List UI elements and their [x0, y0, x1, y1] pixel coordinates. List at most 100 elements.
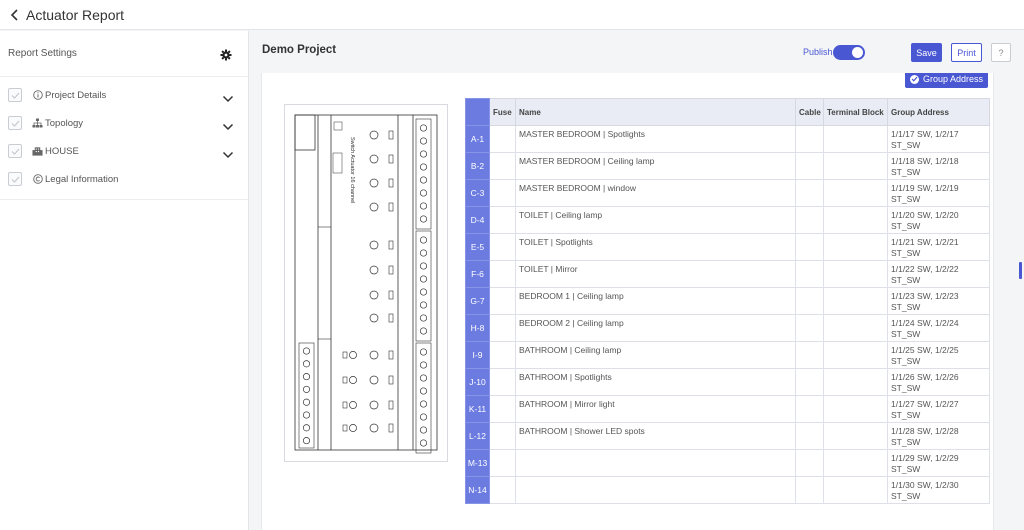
name-cell[interactable] [515, 449, 796, 477]
section-checkbox[interactable] [8, 172, 22, 186]
channel-key-cell: A-1 [465, 125, 490, 153]
gear-icon[interactable] [220, 48, 232, 60]
group-address-button[interactable]: Group Address [905, 73, 988, 88]
fuse-cell[interactable] [489, 287, 516, 315]
group-address-suffix: ST_SW [891, 409, 921, 420]
cable-cell[interactable] [795, 206, 824, 234]
group-address-line: 1/1/26 SW, 1/2/26 [891, 372, 959, 382]
terminal-screw [419, 189, 428, 197]
name-cell[interactable]: TOILET | Spotlights [515, 233, 796, 261]
fuse-cell[interactable] [489, 476, 516, 504]
cable-cell[interactable] [795, 233, 824, 261]
fuse-cell[interactable] [489, 368, 516, 396]
cable-cell[interactable] [795, 476, 824, 504]
fuse-cell[interactable] [489, 449, 516, 477]
terminal-block-cell[interactable] [823, 476, 888, 504]
terminal-block-cell[interactable] [823, 395, 888, 423]
channel-led [349, 376, 357, 384]
scrollbar-thumb[interactable] [1019, 262, 1022, 279]
sidebar-item-topology[interactable]: Topology [0, 109, 248, 137]
cable-cell[interactable] [795, 287, 824, 315]
fuse-cell[interactable] [489, 206, 516, 234]
terminal-block-cell[interactable] [823, 422, 888, 450]
name-cell[interactable]: BEDROOM 2 | Ceiling lamp [515, 314, 796, 342]
fuse-cell[interactable] [489, 314, 516, 342]
name-cell[interactable]: BATHROOM | Ceiling lamp [515, 341, 796, 369]
print-button[interactable]: Print [951, 43, 982, 62]
terminal-block-cell[interactable] [823, 368, 888, 396]
fuse-cell[interactable] [489, 341, 516, 369]
section-checkbox[interactable] [8, 88, 22, 102]
chevron-down-icon[interactable] [222, 90, 234, 103]
name-cell[interactable]: BEDROOM 1 | Ceiling lamp [515, 287, 796, 315]
fuse-cell[interactable] [489, 125, 516, 153]
publish-toggle[interactable] [833, 45, 865, 60]
name-cell[interactable]: TOILET | Ceiling lamp [515, 206, 796, 234]
name-cell[interactable]: MASTER BEDROOM | Ceiling lamp [515, 152, 796, 180]
fuse-cell[interactable] [489, 179, 516, 207]
terminal-block-cell[interactable] [823, 125, 888, 153]
terminal-block-cell[interactable] [823, 341, 888, 369]
terminal-block-cell[interactable] [823, 314, 888, 342]
fuse-cell[interactable] [489, 233, 516, 261]
section-checkbox[interactable] [8, 144, 22, 158]
terminal-block-cell[interactable] [823, 449, 888, 477]
cable-cell[interactable] [795, 395, 824, 423]
save-button[interactable]: Save [911, 43, 942, 62]
terminal-block-cell[interactable] [823, 233, 888, 261]
top-bar: Actuator Report [0, 0, 1024, 30]
cable-cell[interactable] [795, 260, 824, 288]
channel-switch [369, 154, 379, 164]
name-cell[interactable]: BATHROOM | Shower LED spots [515, 422, 796, 450]
terminal-block [298, 342, 315, 449]
key-column-header [465, 98, 490, 126]
cable-cell[interactable] [795, 152, 824, 180]
name-cell[interactable]: MASTER BEDROOM | Spotlights [515, 125, 796, 153]
cable-cell[interactable] [795, 368, 824, 396]
terminal-block-cell[interactable] [823, 260, 888, 288]
name-cell[interactable]: MASTER BEDROOM | window [515, 179, 796, 207]
cable-cell[interactable] [795, 449, 824, 477]
terminal-block-cell[interactable] [823, 206, 888, 234]
terminal-block-cell[interactable] [823, 152, 888, 180]
back-arrow-icon[interactable] [6, 6, 24, 24]
fuse-cell[interactable] [489, 152, 516, 180]
cable-cell[interactable] [795, 125, 824, 153]
cable-cell[interactable] [795, 422, 824, 450]
cable-cell[interactable] [795, 314, 824, 342]
terminal-block-cell[interactable] [823, 287, 888, 315]
sidebar-item-project-details[interactable]: Project Details [0, 81, 248, 109]
name-cell[interactable]: BATHROOM | Mirror light [515, 395, 796, 423]
cable-cell[interactable] [795, 341, 824, 369]
fuse-cell[interactable] [489, 260, 516, 288]
sidebar-item-legal-information[interactable]: Legal Information [0, 165, 248, 193]
chevron-down-icon[interactable] [222, 146, 234, 159]
terminal-screw [419, 124, 428, 132]
name-cell[interactable]: BATHROOM | Spotlights [515, 368, 796, 396]
section-checkbox[interactable] [8, 116, 22, 130]
chevron-down-icon[interactable] [222, 118, 234, 131]
name-cell[interactable]: TOILET | Mirror [515, 260, 796, 288]
help-button[interactable]: ? [991, 43, 1011, 62]
sidebar-item-house[interactable]: HOUSE [0, 137, 248, 165]
terminal-screw [419, 262, 428, 270]
cable-cell[interactable] [795, 179, 824, 207]
name-cell[interactable] [515, 476, 796, 504]
fuse-cell[interactable] [489, 395, 516, 423]
fuse-cell[interactable] [489, 422, 516, 450]
terminal-block-cell[interactable] [823, 179, 888, 207]
